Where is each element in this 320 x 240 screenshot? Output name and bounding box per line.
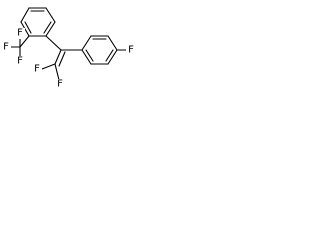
- bond-ring-right-inner-3: [85, 49, 94, 62]
- bond-ring-left-inner-3: [24, 21, 32, 34]
- bond-vinyl-outer: [54, 49, 62, 65]
- linker-bonds: [45, 35, 83, 51]
- benzene-ring-left: [20, 7, 56, 37]
- atom-label-f-cf3-left: F: [3, 42, 9, 53]
- bond-cf2-f-left: [41, 63, 56, 70]
- cf3-group-bonds: [10, 35, 30, 58]
- bond-ring-left-6: [20, 7, 30, 23]
- bond-ring-left-to-vinyl: [45, 35, 62, 51]
- bond-ring-right-1: [81, 35, 92, 51]
- atom-label-f-cf3-bottom: F: [17, 56, 23, 67]
- bond-ring-left-inner-2: [43, 21, 52, 34]
- vinyl-double-bond: [41, 49, 66, 81]
- atom-label-f-cf3-top: F: [17, 28, 23, 39]
- bond-cf2-f-bottom: [54, 63, 60, 81]
- bond-ring-right-6: [81, 49, 92, 65]
- bond-vinyl-inner: [58, 51, 66, 67]
- atom-label-f-aryl: F: [128, 45, 134, 56]
- bond-ring-left-3: [45, 21, 56, 37]
- atom-label-f-vinyl-left: F: [34, 64, 40, 75]
- bond-ring-right-3: [107, 35, 118, 51]
- structure-svg: F F F F F F: [2, 7, 135, 90]
- benzene-ring-right: [81, 35, 128, 65]
- atom-labels: F F F F F F: [2, 28, 135, 90]
- bond-ring-left-2: [45, 7, 56, 23]
- bond-ring-right-inner-2: [105, 49, 114, 62]
- chemical-structure-diagram: F F F F F F: [0, 0, 146, 94]
- bond-ring-right-4: [107, 49, 118, 65]
- bond-ring-to-cf3: [19, 35, 30, 48]
- atom-label-f-vinyl-bottom: F: [57, 79, 63, 90]
